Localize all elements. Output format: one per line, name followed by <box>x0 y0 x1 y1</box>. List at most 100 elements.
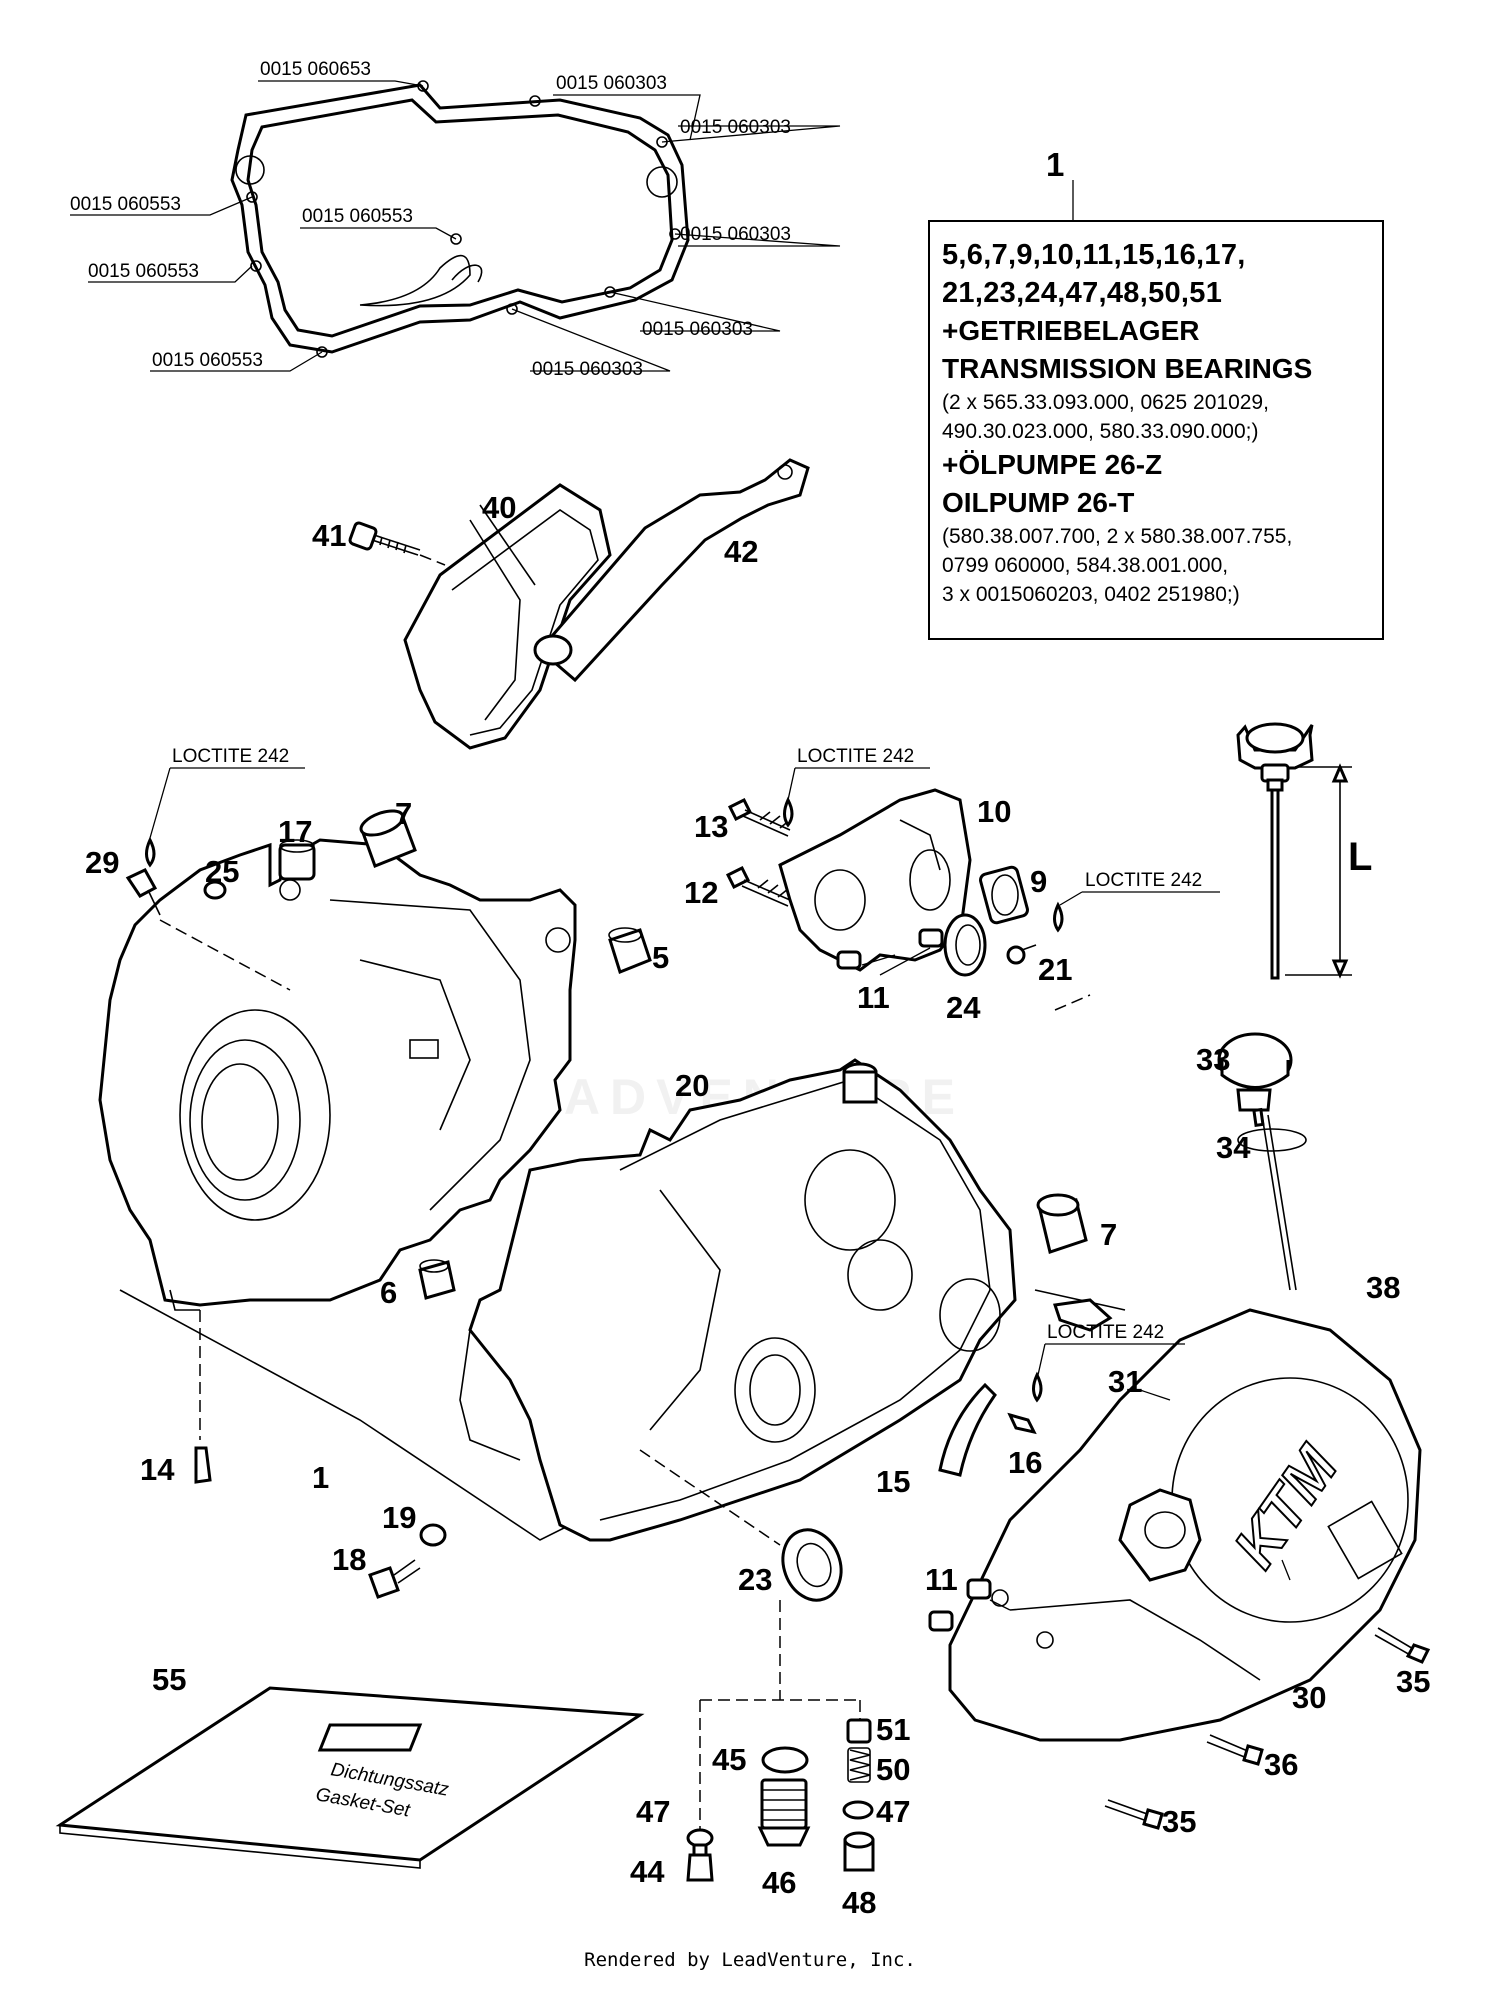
gasket-code-060303-a: 0015 060303 <box>556 73 667 94</box>
dimension-l-label: L <box>1348 835 1372 879</box>
part-number-20: 20 <box>675 1068 709 1103</box>
dowel-5 <box>608 927 652 974</box>
washer-19 <box>419 1523 447 1547</box>
dowels-11-lower <box>928 1578 992 1632</box>
dowel-6 <box>418 1259 456 1300</box>
dipstick <box>1236 722 1352 980</box>
shaft-seal-24 <box>943 913 987 977</box>
bolt-13 <box>727 797 791 837</box>
washer-25 <box>203 880 227 900</box>
part-number-55: 55 <box>152 1662 186 1697</box>
part-number-21: 21 <box>1038 952 1072 987</box>
bearing-guide-23 <box>639 1449 781 1546</box>
gasket-leader-lines <box>70 80 841 372</box>
info-line-7: +ÖLPUMPE 26-Z <box>942 449 1163 480</box>
bolt-35-lower <box>1104 1799 1164 1830</box>
info-line-10: 0799 060000, 584.38.001.000, <box>942 554 1229 577</box>
loctite-callout-b: LOCTITE 242 <box>783 746 930 828</box>
info-line-11: 3 x 0015060203, 0402 251980;) <box>942 583 1240 606</box>
bolt-18 <box>368 1559 421 1599</box>
part-number-30: 30 <box>1292 1680 1326 1715</box>
part-number-11-lower: 11 <box>925 1562 958 1597</box>
part-number-33: 33 <box>1196 1042 1230 1077</box>
leader-30 <box>1281 1559 1291 1581</box>
guide-15 <box>938 1382 997 1477</box>
part-number-29: 29 <box>85 845 119 880</box>
bolt-41 <box>348 521 446 566</box>
part-number-12: 12 <box>684 875 718 910</box>
part-number-24: 24 <box>946 990 981 1025</box>
oil-screen-46 <box>757 1778 811 1847</box>
dowel-14 <box>194 1446 212 1484</box>
washer-47-right <box>842 1800 874 1820</box>
plug-29 <box>125 868 161 916</box>
crankcase-gasket <box>230 80 690 358</box>
part-number-50: 50 <box>876 1752 910 1787</box>
needle-bearing-17 <box>278 839 316 881</box>
loctite-label-b: LOCTITE 242 <box>797 746 914 767</box>
leader-11-upper <box>861 947 931 976</box>
clip-38-body <box>1053 1298 1113 1332</box>
part-number-14: 14 <box>140 1452 175 1487</box>
part-number-47-right: 47 <box>876 1794 910 1829</box>
gasket-code-060653: 0015 060653 <box>260 59 371 80</box>
info-line-5: (2 x 565.33.093.000, 0625 201029, <box>942 391 1269 414</box>
gasket-code-060553-b: 0015 060553 <box>302 206 413 227</box>
leader-11-lower <box>989 1599 1011 1611</box>
loctite-callout-c: LOCTITE 242 <box>1053 870 1220 933</box>
part-number-41: 41 <box>312 518 346 553</box>
dowel-guide-29 <box>159 919 291 991</box>
info-line-1: 5,6,7,9,10,11,15,16,17, <box>942 239 1246 271</box>
part-number-5: 5 <box>652 940 669 975</box>
info-line-9: (580.38.007.700, 2 x 580.38.007.755, <box>942 525 1293 548</box>
plug-44 <box>686 1843 714 1882</box>
part-numbers: 40 41 42 7 17 29 25 13 10 12 9 21 11 24 … <box>85 490 1430 1920</box>
bolt-16 <box>1007 1412 1037 1435</box>
part-number-6: 6 <box>380 1275 397 1310</box>
oil-pump <box>725 788 972 972</box>
part-number-1: 1 <box>312 1460 329 1495</box>
ball-bearing-23 <box>781 1528 843 1602</box>
gasket-bolt-holes <box>246 80 681 358</box>
gasket-code-060303-e: 0015 060303 <box>532 359 643 380</box>
part-number-51: 51 <box>876 1712 910 1747</box>
part-number-7-lower: 7 <box>1100 1217 1117 1252</box>
part-number-42: 42 <box>724 534 758 569</box>
bolt-35-upper <box>1374 1627 1431 1664</box>
loctite-callout-d: LOCTITE 242 <box>1032 1322 1185 1403</box>
gasket-code-060553-c: 0015 060553 <box>88 261 199 282</box>
plug-51 <box>846 1718 872 1744</box>
info-line-6: 490.30.023.000, 580.33.090.000;) <box>942 420 1259 443</box>
loctite-callout-a: LOCTITE 242 <box>145 746 305 868</box>
part-number-36: 36 <box>1264 1747 1298 1782</box>
loctite-label-a: LOCTITE 242 <box>172 746 289 767</box>
case-bracket-line <box>119 1289 581 1541</box>
part-number-7-upper: 7 <box>395 796 412 831</box>
loctite-label-c: LOCTITE 242 <box>1085 870 1202 891</box>
part-number-31: 31 <box>1108 1364 1142 1399</box>
part-number-45: 45 <box>712 1742 746 1777</box>
info-line-4: TRANSMISSION BEARINGS <box>942 353 1313 384</box>
sprocket-cover-assembly <box>348 458 810 750</box>
part-number-35-lower: 35 <box>1162 1804 1196 1839</box>
clutch-cover: KTM <box>948 1308 1422 1742</box>
part-number-13: 13 <box>694 809 728 844</box>
crankcase-right-half <box>459 1058 1017 1542</box>
part-number-11-upper: 11 <box>857 980 890 1015</box>
o-ring-34 <box>1237 1128 1307 1152</box>
part-number-46: 46 <box>762 1865 796 1900</box>
gasket-code-060553-a: 0015 060553 <box>70 194 181 215</box>
needle-bearing-9 <box>979 865 1029 925</box>
part-number-40: 40 <box>482 490 516 525</box>
crankcase-left-half <box>98 838 577 1311</box>
o-ring-45 <box>761 1746 809 1774</box>
part-number-34: 34 <box>1216 1130 1251 1165</box>
gasket-code-060303-c: 0015 060303 <box>680 224 791 245</box>
leader-31 <box>1139 1389 1171 1401</box>
part-number-17: 17 <box>278 814 312 849</box>
part-number-9: 9 <box>1030 864 1047 899</box>
gasket-set-booklet: Dichtungssatz Gasket-Set <box>55 1686 645 1869</box>
part-number-38: 38 <box>1366 1270 1400 1305</box>
oil-filler-plug <box>1217 1032 1297 1291</box>
